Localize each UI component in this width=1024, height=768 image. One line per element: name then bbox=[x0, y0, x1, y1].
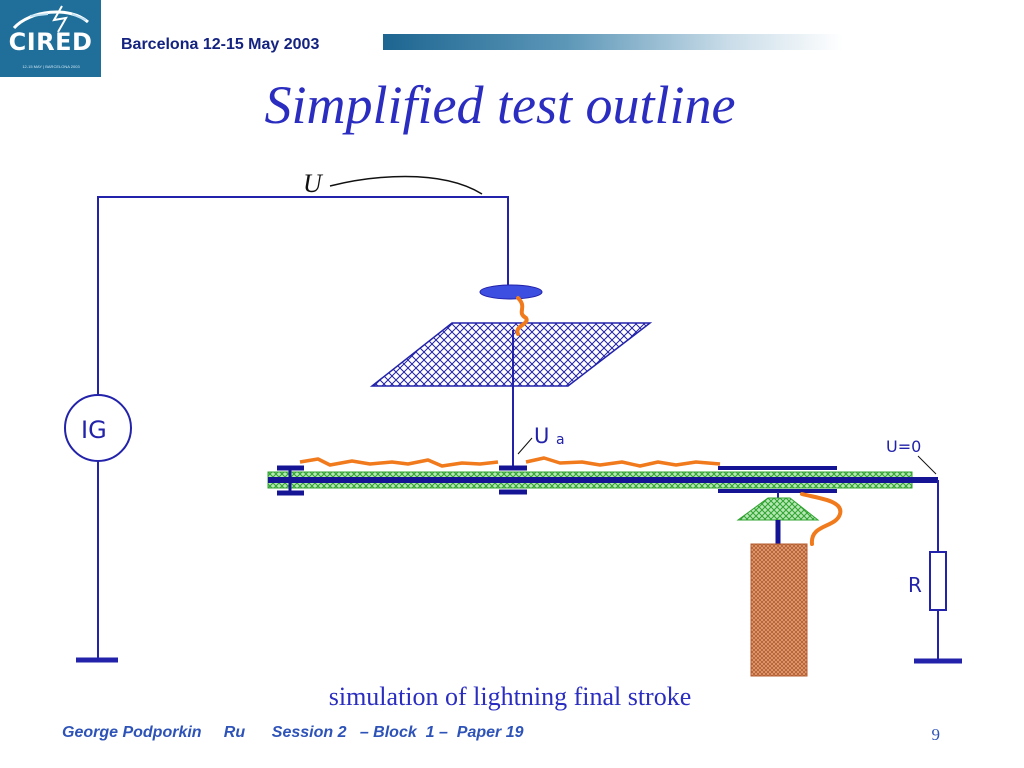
left-circuit-wire bbox=[97, 196, 509, 660]
high-voltage-electrode bbox=[479, 284, 543, 300]
label-ua: U bbox=[534, 424, 549, 448]
label-u0: U=0 bbox=[886, 437, 921, 456]
support-pole bbox=[750, 543, 808, 677]
label-ua-sub: a bbox=[556, 432, 565, 448]
mesh-plate bbox=[369, 322, 653, 387]
resistor bbox=[929, 551, 947, 611]
support-insulator bbox=[736, 497, 820, 521]
header-gradient-bar bbox=[383, 34, 843, 50]
label-ig: IG bbox=[81, 416, 107, 444]
u-label-leader bbox=[329, 175, 483, 195]
diagram-caption: simulation of lightning final stroke bbox=[328, 682, 692, 711]
label-u: U bbox=[303, 169, 324, 198]
ua-leader bbox=[517, 437, 533, 455]
electrode-arc bbox=[515, 296, 529, 336]
lightning-logo-icon bbox=[12, 5, 89, 33]
footer-text: George Podporkin Ru Session 2 – Block 1 … bbox=[62, 724, 524, 741]
cired-logo: CIRED 12-15 MAY | BARCELONA 2003 bbox=[0, 0, 101, 77]
support-arc bbox=[800, 492, 843, 546]
surface-arc-left bbox=[299, 457, 499, 468]
logo-subtext: 12-15 MAY | BARCELONA 2003 bbox=[22, 64, 80, 69]
page-number: 9 bbox=[931, 725, 941, 744]
label-r: R bbox=[908, 573, 922, 597]
impulse-generator bbox=[64, 394, 132, 462]
surface-arc-right bbox=[525, 456, 721, 468]
logo-text: CIRED bbox=[8, 28, 93, 56]
slide-title: Simplified test outline bbox=[264, 75, 736, 135]
u0-leader bbox=[917, 455, 937, 475]
conference-title: Barcelona 12-15 May 2003 bbox=[121, 36, 320, 53]
